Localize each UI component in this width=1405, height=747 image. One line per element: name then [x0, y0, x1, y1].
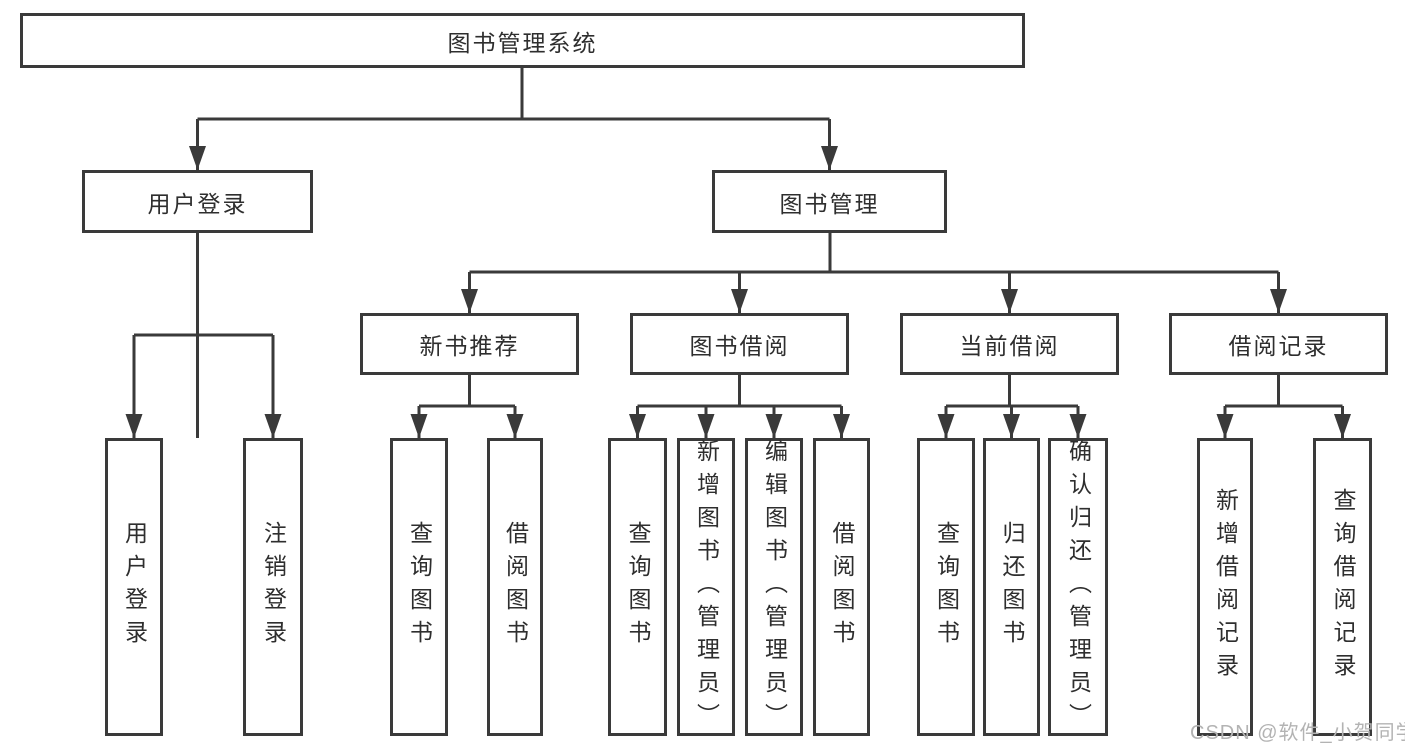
arrowhead-icon — [937, 414, 1087, 438]
node-user-login: 用户登录 — [82, 170, 313, 233]
connector-line — [1223, 375, 1344, 438]
leaf-edit-books-admin: 编辑图书（管理员） — [745, 438, 803, 736]
connector-line — [196, 68, 831, 438]
arrowhead-icon — [461, 289, 1287, 313]
connector-current-borrowing-branch — [937, 375, 1087, 438]
node-root-system: 图书管理系统 — [20, 13, 1025, 68]
connector-line — [636, 375, 843, 438]
leaf-query-borrow-record: 查询借阅记录 — [1313, 438, 1372, 736]
node-borrowing-records: 借阅记录 — [1169, 313, 1388, 375]
node-book-management: 图书管理 — [712, 170, 947, 233]
leaf-logout: 注销登录 — [243, 438, 303, 736]
connector-line — [417, 375, 517, 438]
leaf-user-login: 用户登录 — [105, 438, 163, 736]
node-new-book-recommend: 新书推荐 — [360, 313, 579, 375]
watermark: CSDN @软件_小贺同学 — [1190, 722, 1405, 744]
arrowhead-icon — [629, 414, 850, 438]
leaf-add-books-admin: 新增图书（管理员） — [677, 438, 735, 736]
leaf-query-books-borrowing: 查询图书 — [608, 438, 667, 736]
connector-borrowing-records-branch — [1216, 375, 1351, 438]
arrowhead-icon — [125, 414, 282, 438]
connector-new-book-recommend-branch — [410, 375, 524, 438]
leaf-add-borrow-record: 新增借阅记录 — [1197, 438, 1253, 736]
connector-book-management-branch — [461, 233, 1287, 313]
node-current-borrowing: 当前借阅 — [900, 313, 1119, 375]
connector-book-borrowing-branch — [629, 375, 850, 438]
connector-root-to-level2 — [189, 68, 838, 438]
leaf-return-books: 归还图书 — [983, 438, 1040, 736]
arrowhead-icon — [410, 414, 524, 438]
node-book-borrowing: 图书借阅 — [630, 313, 849, 375]
leaf-borrow-books-recommend: 借阅图书 — [487, 438, 543, 736]
leaf-query-books-current: 查询图书 — [917, 438, 975, 736]
leaf-borrow-books-borrowing: 借阅图书 — [813, 438, 870, 736]
connector-user-login-branch — [125, 233, 282, 438]
connector-line — [468, 233, 1280, 313]
connector-line — [132, 233, 275, 438]
arrowhead-icon — [1216, 414, 1351, 438]
arrowhead-icon — [189, 146, 838, 170]
leaf-confirm-return-admin: 确认归还（管理员） — [1048, 438, 1108, 736]
leaf-query-books-recommend: 查询图书 — [390, 438, 448, 736]
